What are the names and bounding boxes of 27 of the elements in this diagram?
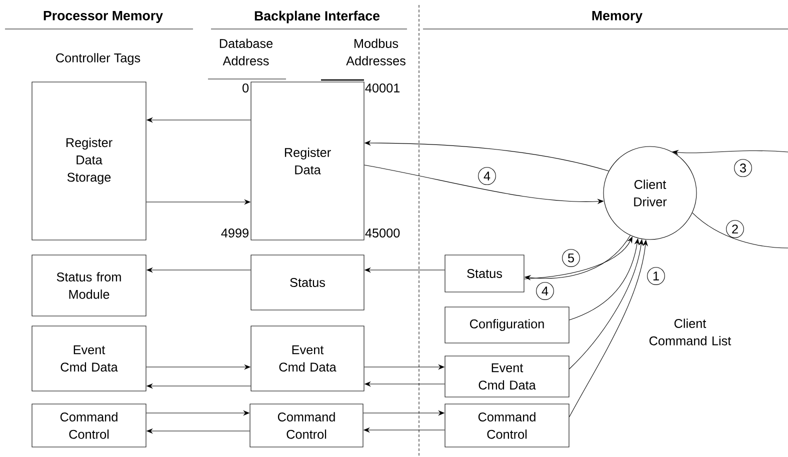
step-number: 4 xyxy=(536,282,554,300)
process-box: Register Data xyxy=(250,82,364,240)
process-box: Command Control xyxy=(32,404,146,448)
column-heading: Backplane Interface xyxy=(254,10,380,24)
process-box: Command Control xyxy=(444,404,570,448)
step-number: 5 xyxy=(562,249,580,267)
column-heading: Memory xyxy=(592,11,642,23)
section-label: Controller Tags xyxy=(56,53,140,65)
process-box: Event Cmd Data xyxy=(32,326,146,392)
column-label: Database Address xyxy=(220,38,273,66)
step-number: 3 xyxy=(734,159,752,177)
process-box: Command Control xyxy=(250,404,364,448)
address-label: 4999 xyxy=(221,228,248,238)
process-box: Status xyxy=(250,254,364,310)
process-box: Configuration xyxy=(444,306,570,344)
section-label: Client Command List xyxy=(649,318,732,346)
process-box: Event Cmd Data xyxy=(250,326,364,392)
step-number: 1 xyxy=(647,267,665,285)
process-box: Register Data Storage xyxy=(32,82,146,240)
step-number: 4 xyxy=(478,167,496,185)
column-label: Modbus Addresses xyxy=(346,38,406,66)
column-heading: Processor Memory xyxy=(44,11,163,23)
process-box: Status from Module xyxy=(32,254,146,316)
process-box: Event Cmd Data xyxy=(444,356,570,398)
step-number: 2 xyxy=(726,220,744,238)
address-label: 45000 xyxy=(365,228,400,238)
process-box: Status xyxy=(444,254,524,292)
